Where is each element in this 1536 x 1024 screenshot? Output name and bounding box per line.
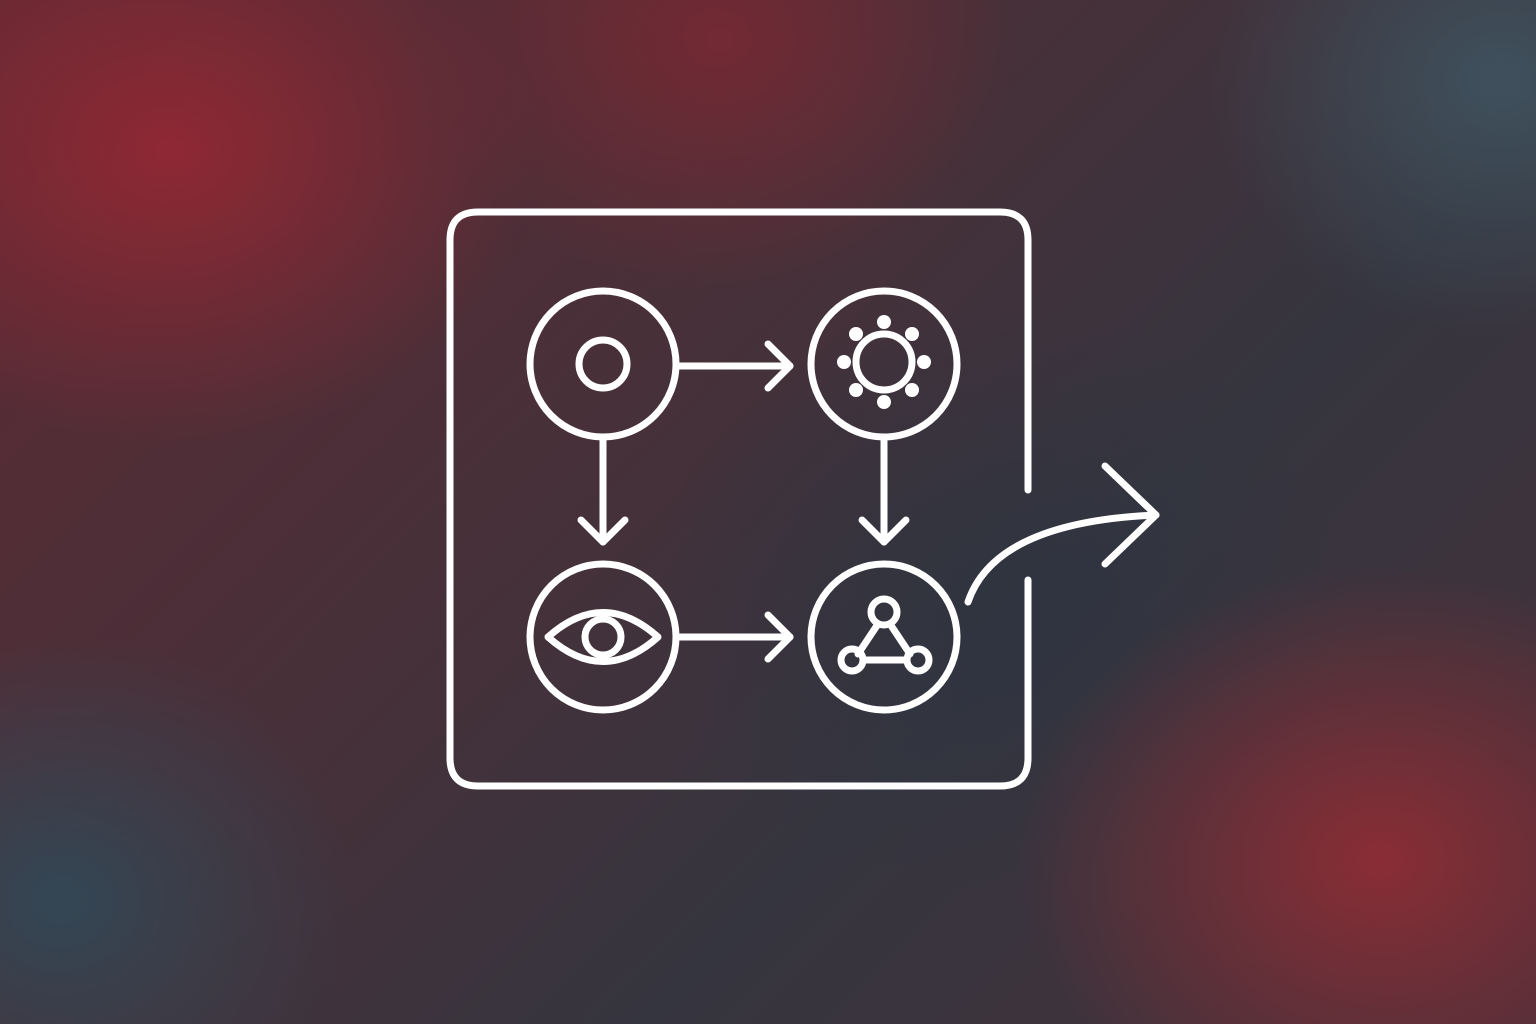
gear-icon — [837, 315, 931, 409]
network-nodes-icon — [837, 595, 933, 675]
node-input-ring — [526, 287, 680, 441]
curved-arrow-out-icon — [964, 462, 1160, 606]
arrow-right-icon — [674, 340, 794, 392]
circle-ring-icon — [575, 336, 631, 392]
node-process — [807, 287, 961, 441]
node-process-ring — [807, 287, 961, 441]
arrow-down-icon — [858, 434, 910, 546]
node-network — [807, 560, 961, 714]
eye-icon — [544, 609, 662, 665]
node-input — [526, 287, 680, 441]
arrow-right-icon — [674, 611, 794, 663]
arrow-down-icon — [577, 434, 629, 546]
node-observe — [526, 560, 680, 714]
node-network-ring — [807, 560, 961, 714]
frame-border — [446, 208, 1032, 790]
